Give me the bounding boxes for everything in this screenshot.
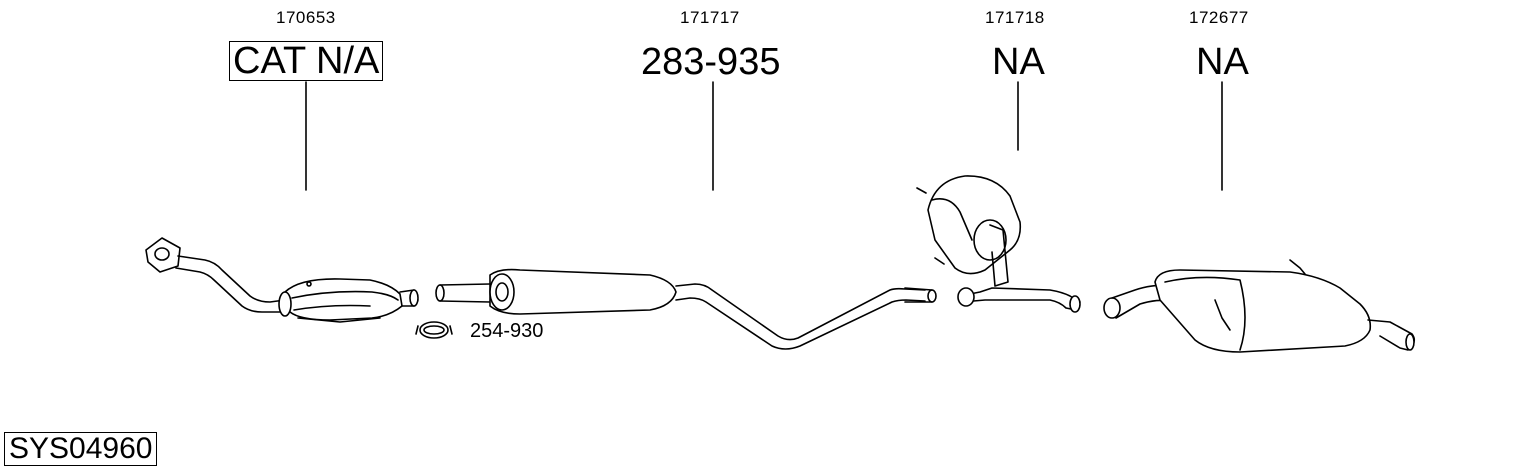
part-ref-170653: 170653: [276, 8, 336, 27]
part-code-catalytic-converter: CAT N/A: [229, 41, 384, 81]
part-ref-172677: 172677: [1189, 8, 1249, 27]
rear-silencer-part: [1103, 259, 1416, 353]
front-silencer-part: [916, 175, 1081, 313]
part-ref-171718: 171718: [985, 8, 1045, 27]
catalytic-converter-part: [145, 237, 419, 323]
system-code: SYS04960: [4, 432, 158, 466]
middle-silencer-part: [435, 268, 937, 350]
clamp-part: [415, 321, 453, 339]
part-code-middle-silencer: 283-935: [641, 41, 781, 83]
part-ref-171717: 171717: [680, 8, 740, 27]
clamp-code: 254-930: [470, 320, 544, 342]
part-code-rear-silencer: NA: [1196, 41, 1249, 83]
part-code-front-silencer: NA: [992, 41, 1045, 83]
